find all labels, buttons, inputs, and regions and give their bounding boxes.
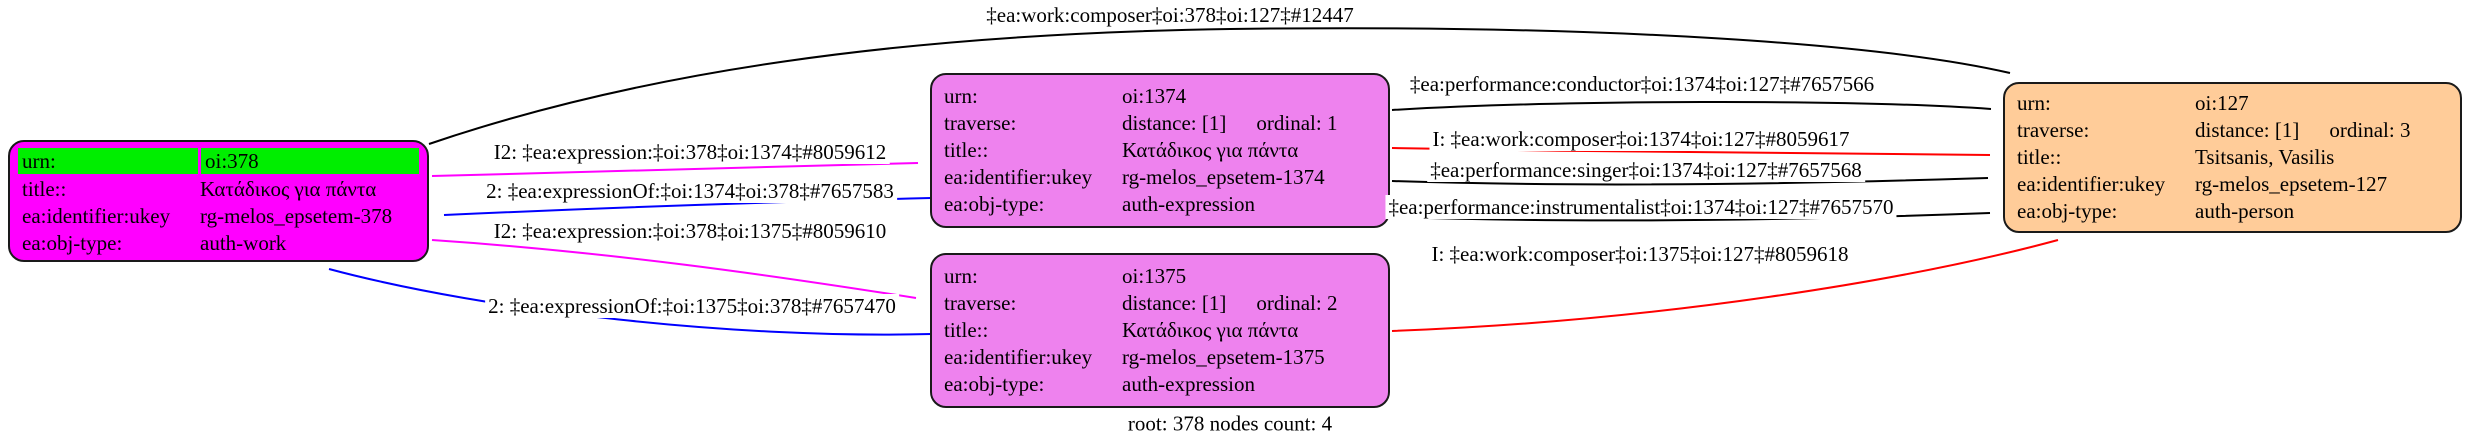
field-key: title:: [944,138,989,162]
field-key: ea:obj-type: [944,372,1045,396]
field-value: oi:127 [2195,91,2249,115]
field-value: distance: [1]ordinal: 3 [2195,118,2411,142]
field-value: auth-person [2195,199,2295,223]
field-key: ea:obj-type: [2017,199,2118,223]
field-key: ea:identifier:ukey [22,203,171,228]
field-value: Κατάδικος για πάντα [1122,138,1299,162]
field-key: ea:identifier:ukey [944,165,1093,189]
edge-expression-378-1375 [431,239,917,299]
edge-label-expression-378-1374: I2: ‡ea:expression:‡oi:378‡oi:1374‡#8059… [490,140,890,164]
edge-performance-singer-1374-127 [1391,177,1989,186]
edge-label-performance-singer: ‡ea:performance:singer‡oi:1374‡oi:127‡#7… [1427,158,1865,182]
field-value: auth-expression [1122,192,1255,216]
field-value: oi:1374 [1122,84,1187,108]
field-key: ea:identifier:ukey [944,345,1093,369]
field-key: urn: [944,264,978,288]
field-value: oi:378 [201,147,419,174]
field-key: urn: [2017,91,2051,115]
field-key: ea:obj-type: [22,230,123,255]
edge-work-composer-378-127 [428,27,2011,145]
edge-label-expressionOf-1374-378: 2: ‡ea:expressionOf:‡oi:1374‡oi:378‡#765… [483,179,897,203]
edge-label-work-composer-378-127: ‡ea:work:composer‡oi:378‡oi:127‡#12447 [983,3,1357,27]
field-key: ea:obj-type: [944,192,1045,216]
edge-label-expressionOf-1375-378: 2: ‡ea:expressionOf:‡oi:1375‡oi:378‡#765… [485,294,899,318]
field-key: title:: [22,176,67,201]
edge-expressionOf-1375-378 [328,268,932,336]
field-key: title:: [944,318,989,342]
edge-label-performance-instrumentalist: ‡ea:performance:instrumentalist‡oi:1374‡… [1385,195,1897,219]
edge-label-work-composer-1374-127: I: ‡ea:work:composer‡oi:1374‡oi:127‡#805… [1429,127,1853,151]
edge-performance-instrumentalist-1374-127 [1391,212,1991,222]
node-work-378: urn: oi:378 title:: Κατάδικος για πάντα … [8,140,429,262]
field-key: ea:identifier:ukey [2017,172,2166,196]
field-value-ordinal: ordinal: 2 [1256,291,1338,315]
node-person-127: urn: oi:127 traverse: distance: [1]ordin… [2003,82,2462,233]
field-value: distance: [1]ordinal: 1 [1122,111,1338,135]
field-key: title:: [2017,145,2062,169]
field-value: Κατάδικος για πάντα [1122,318,1299,342]
graph-caption: root: 378 nodes count: 4 [1127,411,1333,436]
edge-performance-conductor-1374-127 [1391,100,1992,111]
field-value: rg-melos_epsetem-127 [2195,172,2388,196]
field-key: traverse: [944,291,1017,315]
field-value: auth-expression [1122,372,1255,396]
field-value: Tsitsanis, Vasilis [2195,145,2335,169]
field-value-ordinal: ordinal: 3 [2329,118,2411,142]
edge-expression-378-1374 [431,162,919,177]
field-key: urn: [944,84,978,108]
field-value: distance: [1]ordinal: 2 [1122,291,1338,315]
field-value: rg-melos_epsetem-1374 [1122,165,1325,189]
edge-work-composer-1375-127 [1391,239,2059,332]
field-value: Κατάδικος για πάντα [200,176,377,201]
edge-label-performance-conductor: ‡ea:performance:conductor‡oi:1374‡oi:127… [1406,72,1878,96]
field-value: oi:1375 [1122,264,1187,288]
edge-label-expression-378-1375: I2: ‡ea:expression:‡oi:378‡oi:1375‡#8059… [490,219,890,243]
field-value: rg-melos_epsetem-1375 [1122,345,1325,369]
field-key: urn: [18,147,198,174]
edge-label-work-composer-1375-127: I: ‡ea:work:composer‡oi:1375‡oi:127‡#805… [1428,242,1852,266]
node-expression-1375: urn: oi:1375 traverse: distance: [1]ordi… [930,253,1390,408]
field-key: traverse: [2017,118,2090,142]
field-value: auth-work [200,230,287,255]
field-value-ordinal: ordinal: 1 [1256,111,1338,135]
field-key: traverse: [944,111,1017,135]
field-value: rg-melos_epsetem-378 [200,203,393,228]
node-expression-1374: urn: oi:1374 traverse: distance: [1]ordi… [930,73,1390,228]
